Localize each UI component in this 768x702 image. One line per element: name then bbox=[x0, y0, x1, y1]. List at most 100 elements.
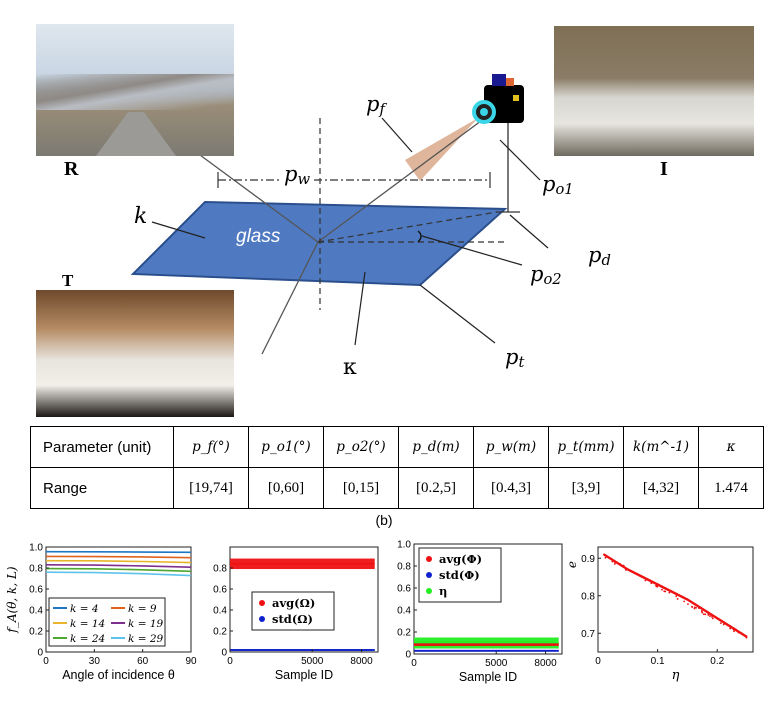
scatter-point bbox=[676, 598, 679, 600]
label-glass: glass bbox=[236, 226, 281, 247]
legend-label: avg(Ω) bbox=[272, 596, 315, 610]
scatter-point bbox=[704, 613, 707, 616]
x-tick-label: 5000 bbox=[485, 658, 508, 669]
parameter-table: Parameter (unit) p_f(°) p_o1(°) p_o2(°) … bbox=[30, 426, 764, 509]
series-line bbox=[45, 567, 192, 573]
table-header-cell: Parameter (unit) bbox=[30, 426, 174, 468]
series-line bbox=[45, 571, 192, 577]
scatter-point bbox=[698, 607, 700, 610]
series-line bbox=[45, 564, 192, 568]
table-header-cell: p_t(mm) bbox=[548, 426, 624, 468]
scatter-point bbox=[675, 595, 678, 598]
table-header-cell: p_o1(°) bbox=[248, 426, 324, 468]
legend-label: η bbox=[439, 584, 447, 598]
scatter-point bbox=[707, 612, 710, 615]
scatter-point bbox=[733, 630, 735, 633]
y-tick-label: 0 bbox=[405, 650, 411, 661]
k-callout bbox=[151, 221, 206, 239]
table-header-cell: p_f(°) bbox=[173, 426, 249, 468]
label-k: k bbox=[134, 204, 148, 229]
legend-marker bbox=[426, 572, 432, 578]
x-tick-label: 0 bbox=[595, 656, 601, 667]
table-header-row: Parameter (unit) p_f(°) p_o1(°) p_o2(°) … bbox=[30, 426, 764, 468]
legend-label: k = 19 bbox=[128, 618, 164, 630]
y-tick-label: 0.9 bbox=[581, 554, 595, 565]
legend-marker bbox=[259, 616, 265, 622]
scatter-point bbox=[691, 606, 694, 608]
x-tick-label: 0.2 bbox=[710, 656, 724, 667]
x-tick-label: 0 bbox=[227, 656, 233, 667]
label-pf: pf bbox=[366, 92, 385, 118]
legend-label: k = 24 bbox=[70, 633, 105, 645]
table-cell: [0,60] bbox=[248, 467, 324, 509]
y-tick-label: 0 bbox=[37, 648, 43, 659]
scatter-point bbox=[687, 603, 689, 605]
scatter-point bbox=[668, 591, 671, 594]
x-axis-label: η bbox=[672, 668, 680, 683]
po2-callout bbox=[421, 235, 523, 266]
legend-label: k = 4 bbox=[70, 603, 99, 615]
table-header-cell: p_w(m) bbox=[473, 426, 549, 468]
scatter-point bbox=[644, 579, 647, 582]
scatter-point bbox=[622, 564, 625, 567]
scene-diagram bbox=[130, 74, 549, 355]
y-axis-label: f_A(θ, k, L) bbox=[5, 566, 19, 634]
x-tick-label: 30 bbox=[89, 656, 101, 667]
figure-caption: (b) bbox=[375, 512, 393, 528]
table-header-cell: k(m^-1) bbox=[623, 426, 699, 468]
table-cell: [19,74] bbox=[173, 467, 249, 509]
x-tick-label: 60 bbox=[137, 656, 149, 667]
table-header-cell: κ bbox=[698, 426, 764, 468]
scatter-point bbox=[702, 613, 705, 616]
table-cell: [0,15] bbox=[323, 467, 399, 509]
scatter-point bbox=[663, 590, 666, 593]
label-pd: pd bbox=[588, 243, 611, 269]
label-pt: pt bbox=[505, 345, 525, 371]
scatter-point bbox=[693, 607, 696, 610]
legend-box bbox=[48, 597, 166, 647]
pd-callout bbox=[509, 214, 549, 249]
label-R: R bbox=[64, 158, 79, 180]
glass-dash-1 bbox=[317, 211, 498, 243]
legend-label: std(Φ) bbox=[439, 568, 480, 582]
table-cell: [3,9] bbox=[548, 467, 624, 509]
scatter-trend bbox=[603, 553, 748, 639]
scatter-point bbox=[655, 584, 658, 587]
scatter-point bbox=[650, 582, 653, 585]
scatter-point bbox=[611, 560, 614, 563]
y-tick-label: 0.4 bbox=[397, 606, 411, 617]
series-line bbox=[45, 559, 192, 564]
camera-icon bbox=[472, 74, 524, 124]
scatter-point bbox=[732, 628, 735, 631]
y-tick-label: 1.0 bbox=[29, 543, 43, 554]
x-tick-label: 0 bbox=[43, 656, 49, 667]
y-axis-label: e bbox=[565, 561, 579, 568]
legend-box bbox=[418, 547, 502, 603]
y-tick-label: 0.8 bbox=[397, 562, 411, 573]
scatter-point bbox=[683, 600, 686, 603]
scatter-point bbox=[603, 553, 606, 556]
y-tick-label: 0.4 bbox=[213, 606, 227, 617]
legend-label: k = 9 bbox=[128, 603, 157, 615]
label-po2: po2 bbox=[530, 262, 562, 288]
scatter-point bbox=[618, 562, 621, 565]
x-tick-label: 90 bbox=[185, 656, 197, 667]
scatter-point bbox=[707, 614, 710, 616]
transmission-photo bbox=[36, 290, 234, 417]
y-tick-label: 0.6 bbox=[213, 585, 227, 596]
scatter-point bbox=[722, 623, 725, 626]
scatter-point bbox=[619, 564, 622, 567]
x-tick-label: 5000 bbox=[301, 656, 324, 667]
label-kappa: κ bbox=[343, 355, 357, 380]
y-tick-label: 0.8 bbox=[29, 564, 43, 575]
series-line bbox=[45, 555, 192, 559]
legend-marker bbox=[426, 588, 432, 594]
scatter-point bbox=[716, 618, 719, 620]
label-I: I bbox=[660, 158, 668, 180]
scatter-point bbox=[735, 629, 737, 631]
scatter-point bbox=[701, 611, 704, 614]
y-tick-label: 0.6 bbox=[397, 584, 411, 595]
scatter-point bbox=[745, 636, 748, 639]
y-tick-label: 0.6 bbox=[29, 585, 43, 596]
